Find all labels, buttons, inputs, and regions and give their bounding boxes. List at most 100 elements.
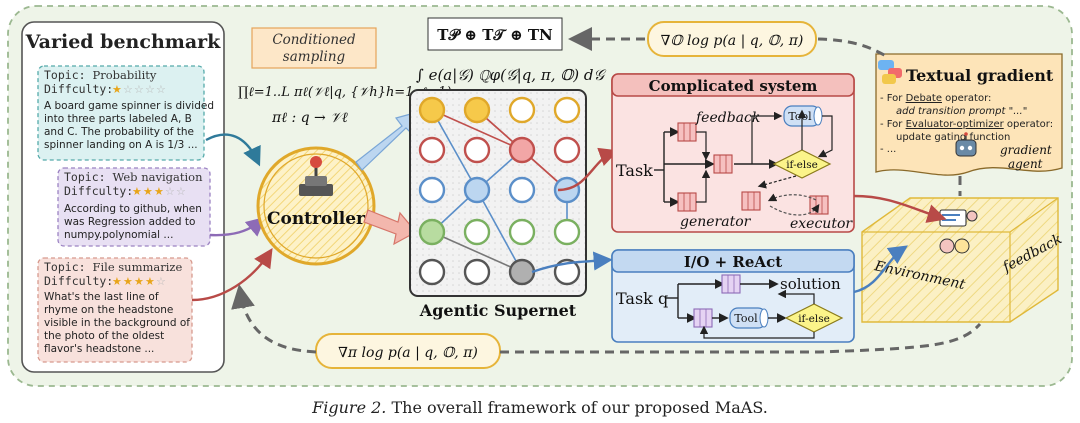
svg-text:- ...: - ... [880,144,896,155]
operator-node [508,218,536,246]
svg-text:∇𝕆 log p(a | q, 𝕆, π): ∇𝕆 log p(a | q, 𝕆, π) [661,33,804,49]
question-line: A board game spinner is divided [44,100,214,112]
operator-node [463,176,491,204]
product-formula: ∏ℓ=1..L πℓ(𝒱ℓ|q, {𝒱h}h=1..ℓ−1) [238,85,451,100]
difficulty-stars: ★★★★☆ [112,275,166,288]
if-else-diamond: if-else [772,149,832,179]
benchmark-card-file-summarize: Topic: File summarize Diffculty: ★★★★☆ W… [37,257,193,363]
star-icon: ★ [143,185,153,198]
svg-text:agent: agent [1008,157,1043,171]
joystick-icon [299,156,333,196]
topic-label: File summarize [92,260,182,274]
svg-text:Tool: Tool [788,110,812,123]
star-icon: ★ [132,185,142,198]
controller: Controller [256,146,376,266]
complicated-title: Complicated system [649,77,818,95]
operator-node [508,258,536,286]
controller-label: Controller [267,209,366,229]
benchmark-card-probability: Topic: Probability Diffculty: ★☆☆☆☆ A bo… [37,65,214,161]
star-icon: ☆ [123,83,133,96]
generator-label: generator [680,214,752,230]
operator-node [463,136,491,164]
star-icon: ★ [112,275,122,288]
complicated-to-environment-arrow [853,194,947,223]
star-icon: ☆ [165,185,175,198]
star-icon: ★ [123,275,133,288]
operator-node [508,136,536,164]
operator-node [418,218,446,246]
operator-block [721,274,741,294]
conditioned-sampling-box: Conditioned sampling [251,27,377,69]
varied-benchmark-panel: Varied benchmark Topic: Probability Diff… [21,21,225,373]
difficulty-stars: ★☆☆☆☆ [112,83,166,96]
question-line: What's the last line of [44,291,159,303]
robot-icon [955,132,977,157]
supernet-edge [476,189,523,273]
operator-node [553,258,581,286]
operator-node [553,96,581,124]
star-icon: ★ [145,275,155,288]
gradient-feedback-line [817,37,887,58]
topic-label: Probability [92,68,156,82]
svg-text:Diffculty:: Diffculty: [44,82,113,96]
agentic-supernet: Agentic Supernet [409,89,587,320]
executor-label: executor [790,216,853,232]
svg-text:Conditioned: Conditioned [272,32,356,48]
question-line: visible in the background of [44,317,190,329]
operator-node [418,136,446,164]
svg-text:Topic: Web navigation: Topic: Web navigation [64,170,203,184]
svg-text:- For Evaluator-optimizer oper: - For Evaluator-optimizer operator: [880,119,1053,130]
star-icon: ☆ [156,275,166,288]
operator-block [677,192,697,212]
operator-node [463,218,491,246]
grad-o-box: ∇𝕆 log p(a | q, 𝕆, π) [647,21,817,57]
operator-set-box: T𝒫 ⊕ T𝒯 ⊕ TN [427,17,563,51]
operator-block [677,122,697,142]
supernet-edge [431,109,478,191]
chat-bubbles-icon [878,60,902,84]
question-line: and C. The probability of the [44,126,194,138]
gradient-feedback-arrow [231,284,317,354]
operator-node [463,96,491,124]
operator-node [508,176,536,204]
star-icon: ☆ [156,83,166,96]
solution-label: solution [780,275,841,293]
benchmark-card-web-navigation: Topic: Web navigation Diffculty: ★★★☆☆ A… [57,167,211,247]
operator-node [418,96,446,124]
topic-label: Web navigation [112,170,203,184]
svg-text:if-else: if-else [798,313,830,325]
supernet-edge [431,109,523,151]
question-line: into three parts labeled A, B [44,113,192,125]
question-line: flavor's headstone ... [44,343,154,355]
feedback-label: feedback [695,110,760,126]
textual-gradient-title: Textual gradient [906,66,1054,85]
star-icon: ★ [112,83,122,96]
operator-block [741,191,761,211]
svg-text:∇π log p(a | q, 𝕆, π): ∇π log p(a | q, 𝕆, π) [338,345,478,361]
svg-text:Diffculty:: Diffculty: [64,184,133,198]
svg-text:Tool: Tool [734,312,758,325]
svg-text:add transition prompt "...": add transition prompt "..." [896,106,1027,117]
io-react-panel: I/O + ReAct Task q solution Tool if-else [611,249,855,343]
supernet-edge [431,231,523,273]
io-task-label: Task q [616,289,668,308]
svg-text:- For Debate operator:: - For Debate operator: [880,93,991,104]
star-icon: ★ [154,185,164,198]
question-line: According to github, when [64,203,202,215]
question-line: rhyme on the headstone [44,304,173,316]
tool-cylinder: Tool [729,307,769,329]
policy-formula: πℓ : q → 𝒱ℓ [271,110,348,126]
integral-formula: ∫ e(a|𝒢) ℚφ(𝒢|q, π, 𝕆) d𝒢 [416,66,607,84]
complicated-system-panel: Complicated system Task feedback Tool if… [611,73,855,233]
grad-pi-box: ∇π log p(a | q, 𝕆, π) [315,333,501,369]
textual-gradient-panel: Textual gradient - For Debate operator: … [875,53,1063,176]
operator-node [553,218,581,246]
supernet-to-complicated-arrow [557,147,619,192]
operator-node [418,258,446,286]
operator-node [418,176,446,204]
star-icon: ☆ [176,185,186,198]
svg-text:if-else: if-else [786,159,818,171]
star-icon: ☆ [134,83,144,96]
operator-block [693,308,713,328]
framework-figure: Varied benchmark Topic: Probability Diff… [7,5,1073,387]
